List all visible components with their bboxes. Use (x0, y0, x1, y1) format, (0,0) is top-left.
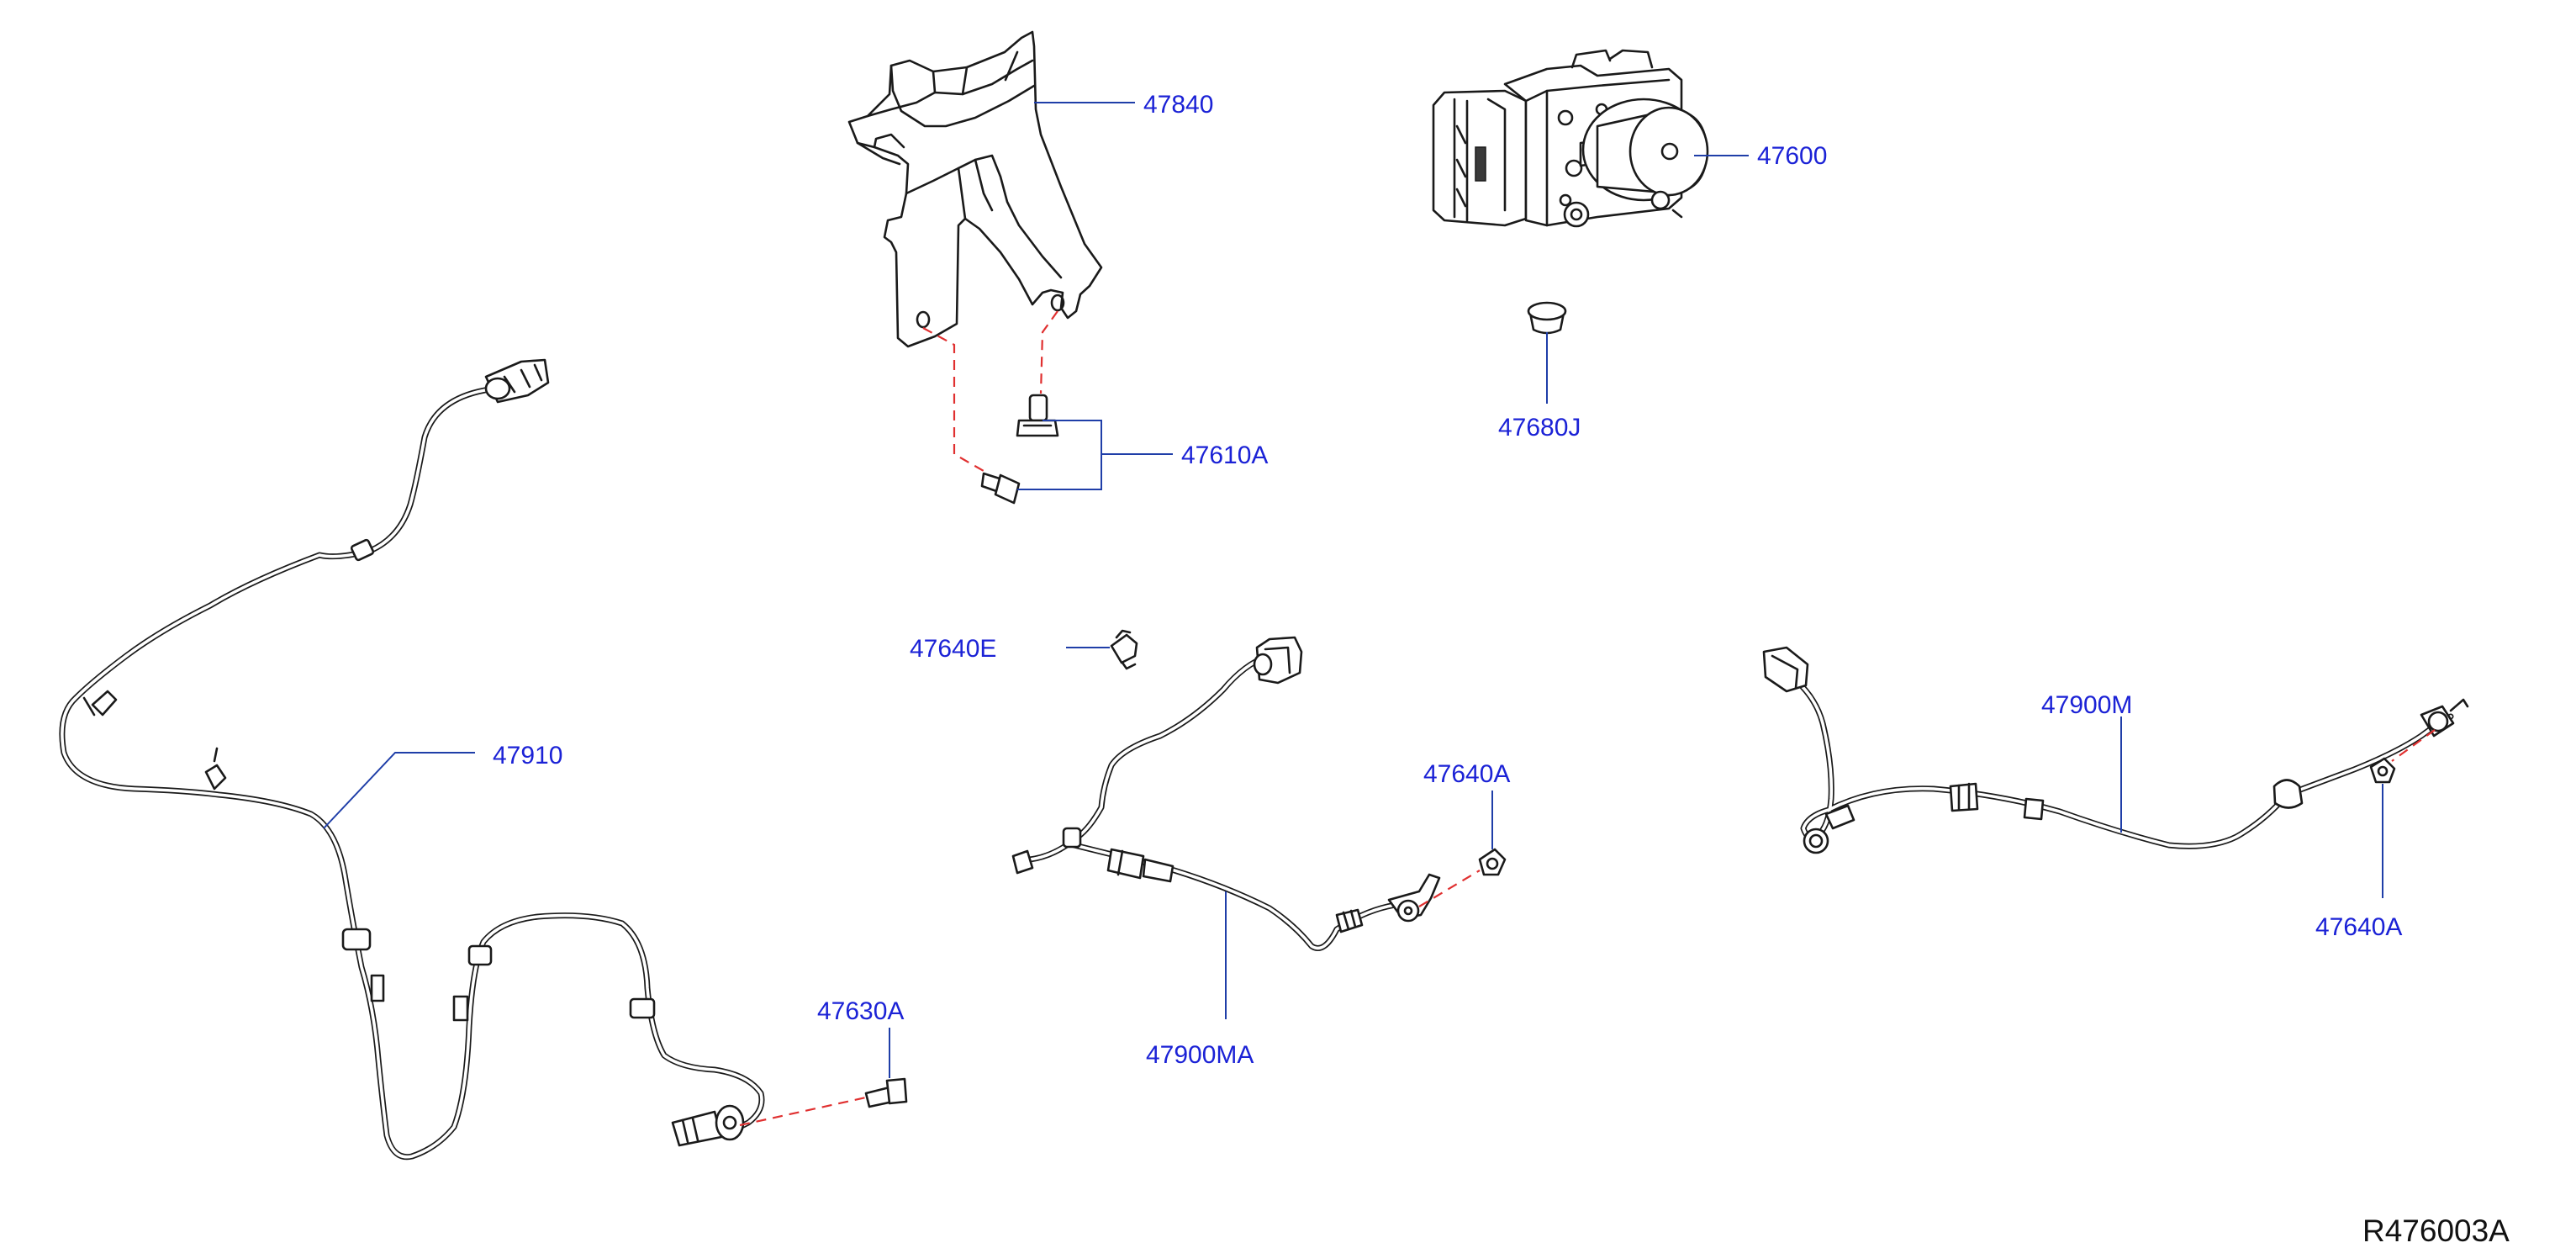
diagram-reference-code: R476003A (2362, 1214, 2510, 1248)
rear-sensor-harness-right (1762, 646, 2469, 854)
bracket-bolt-lower (980, 472, 1021, 505)
leader-lines (323, 102, 2383, 1078)
callout-47630A: 47630A (817, 997, 904, 1025)
rear-sensor-harness-left (1011, 636, 1441, 951)
rear-sensor-bolt-right (2369, 729, 2436, 784)
bracket-attachment-lines (922, 310, 1058, 472)
front-sensor-bolt (739, 1077, 908, 1127)
callout-47640A-left: 47640A (1423, 760, 1510, 788)
callout-47640A-right: 47640A (2315, 913, 2402, 941)
callout-47840: 47840 (1143, 91, 1213, 119)
callout-47910: 47910 (493, 742, 562, 769)
callout-47640E: 47640E (910, 635, 996, 663)
rear-sensor-bolt-left (1418, 848, 1507, 907)
abs-actuator (1432, 49, 1709, 228)
callout-47680J: 47680J (1498, 414, 1581, 442)
callout-47600: 47600 (1757, 142, 1827, 170)
abs-bracket (847, 30, 1103, 348)
callout-labels: 47840 47600 47680J 47610A 47640E 47910 4… (493, 91, 2402, 1069)
callout-47900M: 47900M (2041, 691, 2132, 719)
bracket-bolt-upper (1016, 394, 1059, 437)
callout-47900MA: 47900MA (1146, 1041, 1254, 1069)
grommet (1527, 301, 1567, 335)
callout-47610A: 47610A (1181, 442, 1268, 469)
harness-clip (1110, 629, 1138, 670)
front-sensor-harness (59, 358, 765, 1161)
